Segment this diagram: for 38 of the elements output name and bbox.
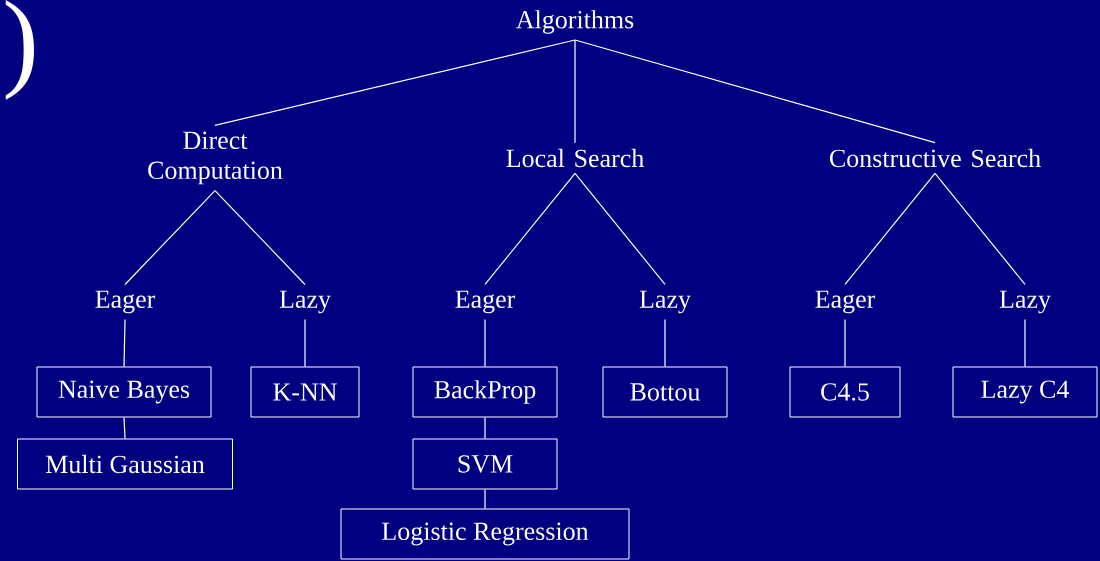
connector-line <box>1024 318 1026 368</box>
category-label: Lazy <box>999 290 1051 314</box>
algorithm-box: Lazy C4 <box>952 366 1098 418</box>
connector-line <box>844 172 936 286</box>
category-label: Eager <box>815 290 876 314</box>
algorithm-box: Bottou <box>602 366 728 418</box>
connector-line <box>844 318 846 368</box>
connector-line <box>484 488 486 510</box>
connector-line <box>214 189 306 286</box>
connector-line <box>934 172 1026 286</box>
connector-line <box>664 318 666 368</box>
connector-line <box>484 416 486 440</box>
connector-line <box>484 172 576 286</box>
algorithm-box: C4.5 <box>789 366 901 418</box>
algorithm-box: Multi Gaussian <box>17 438 233 490</box>
connector-line <box>574 172 666 286</box>
algorithm-box: BackProp <box>412 366 558 418</box>
category-label: Eager <box>455 290 516 314</box>
category-label: Local Search <box>506 148 644 168</box>
connector-line <box>304 318 306 368</box>
connector-line <box>123 318 126 368</box>
connector-line <box>574 39 576 144</box>
algorithm-box: Naive Bayes <box>36 366 212 418</box>
connector-line <box>214 39 576 126</box>
connector-line <box>124 189 216 286</box>
category-label: Direct Computation <box>148 131 283 185</box>
category-label: Lazy <box>279 290 331 314</box>
connector-line <box>123 416 126 440</box>
parenthesis: ) <box>5 0 34 100</box>
connector-line <box>574 39 936 144</box>
category-label: Constructive Search <box>829 148 1041 168</box>
category-label: Eager <box>95 290 156 314</box>
category-label: Algorithms <box>516 10 634 34</box>
algorithm-box: Logistic Regression <box>340 508 630 560</box>
algorithm-box: K-NN <box>250 366 360 418</box>
category-label: Lazy <box>639 290 691 314</box>
algorithm-box: SVM <box>412 438 558 490</box>
connector-line <box>484 318 486 368</box>
